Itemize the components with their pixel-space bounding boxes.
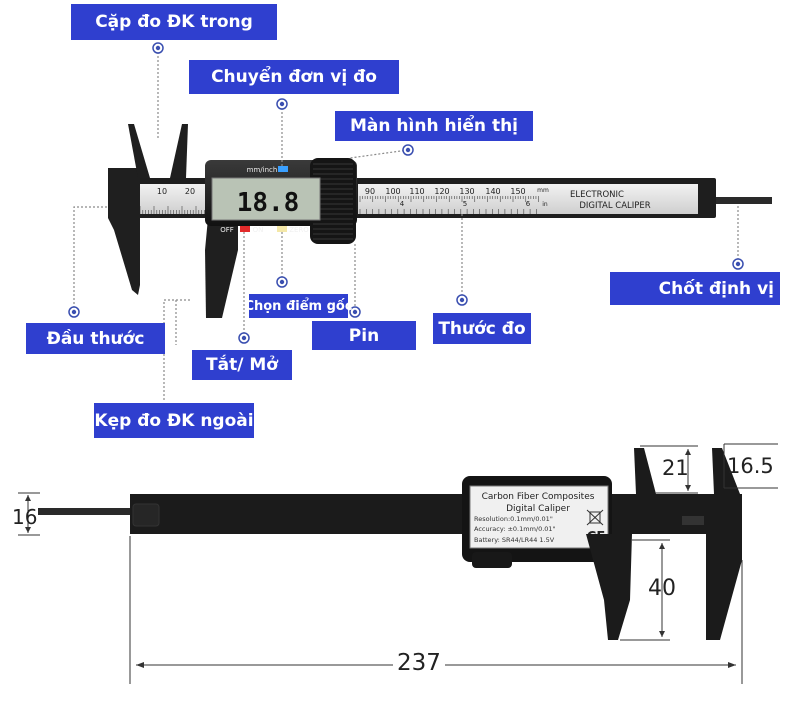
spec-title-1: Carbon Fiber Composites	[482, 492, 595, 502]
scale-number: 10	[157, 187, 167, 196]
dim-rod: 16	[12, 505, 38, 529]
callout-on-off: Tắt/ Mở	[192, 350, 292, 380]
scale-number: 140	[485, 187, 500, 196]
scale-number: 100	[385, 187, 400, 196]
marker-core	[279, 279, 285, 285]
marker-core	[405, 147, 411, 153]
spec-resolution: Resolution:0.1mm/0.01"	[474, 515, 553, 523]
spec-title-2: Digital Caliper	[506, 504, 570, 514]
marker-core	[735, 261, 741, 267]
callout-depth-rod: Chốt định vị	[610, 272, 780, 305]
unit-mm: mm	[537, 187, 549, 194]
scale-number: 150	[510, 187, 525, 196]
sliding-inner-jaw	[170, 124, 188, 178]
scale-ticks-right	[359, 196, 539, 214]
spec-battery: Battery: SR44/LR44 1.5V	[474, 536, 555, 544]
marker-core	[279, 101, 285, 107]
dim-inner-depth: 21	[662, 456, 689, 480]
btn-on-label: ON	[253, 226, 264, 234]
recycle-bin-icon	[586, 509, 604, 526]
inch-number: 4	[400, 200, 405, 208]
dim-inner-width: 16.5	[727, 454, 774, 478]
scale-ticks-left	[139, 206, 208, 214]
caliper-bottom: Carbon Fiber Composites Digital Caliper …	[38, 448, 742, 640]
inch-number: 5	[463, 200, 467, 208]
callout-zero-select: Chọn điểm gốc	[244, 294, 353, 318]
back-inner-jaw-right	[712, 448, 740, 494]
callout-markers	[68, 42, 744, 344]
beam-end-cap	[132, 503, 160, 527]
marker-core	[155, 45, 161, 51]
rod-back	[38, 508, 130, 515]
lcd-value: 18.8	[237, 188, 300, 218]
btn-off-label: OFF	[220, 226, 234, 234]
scale-number: 130	[459, 187, 474, 196]
scale-number: 20	[185, 187, 195, 196]
beam-back	[130, 494, 742, 534]
inch-number: 6	[526, 200, 531, 208]
marker-core	[71, 309, 77, 315]
off-button[interactable]	[240, 226, 250, 232]
fixed-outer-jaw	[108, 168, 140, 295]
caliper-top: 10 20 90 100 110 120 130 140 150 4 5 6 m…	[108, 124, 772, 318]
brand-line1: ELECTRONIC	[570, 190, 624, 200]
brand-line2: DIGITAL CALIPER	[579, 201, 650, 211]
spec-accuracy: Accuracy: ±0.1mm/0.01"	[474, 525, 556, 533]
dim-total-length: 237	[393, 650, 445, 676]
scale-number: 90	[365, 187, 375, 196]
btn-zero-label: ZERO	[289, 226, 309, 234]
fixed-inner-jaw	[128, 124, 150, 178]
mode-indicator	[278, 166, 288, 172]
callout-tip: Đầu thước	[26, 323, 165, 354]
lcd-screen	[211, 177, 321, 221]
dimension-arrows	[25, 449, 736, 668]
callout-display: Màn hình hiển thị	[335, 111, 533, 141]
back-outer-jaw-left	[586, 534, 632, 640]
marker-core	[459, 297, 465, 303]
back-inner-jaw-left	[634, 448, 656, 494]
unit-in: in	[542, 201, 548, 208]
leader-lines	[73, 48, 739, 400]
zero-button[interactable]	[277, 226, 287, 232]
back-wheel	[472, 552, 512, 568]
callout-inner-jaws: Cặp đo ĐK trong	[71, 4, 277, 40]
scale-strip-left	[138, 184, 210, 214]
dim-outer-depth: 40	[648, 576, 676, 601]
depth-rod	[690, 197, 772, 204]
marker-core	[352, 309, 358, 315]
marker-core	[241, 335, 247, 341]
lock-screw	[682, 516, 704, 525]
back-outer-jaw-right	[706, 534, 742, 640]
callout-scale: Thước đo	[433, 313, 531, 344]
dimension-lines	[18, 443, 778, 684]
wheel-ridges	[313, 163, 353, 240]
callout-outer-jaws: Kẹp đo ĐK ngoài	[94, 403, 254, 438]
callout-unit-switch: Chuyển đơn vị đo	[189, 60, 399, 94]
scale-number: 110	[409, 187, 424, 196]
callout-battery: Pin	[312, 321, 416, 350]
spec-plate	[469, 485, 609, 549]
mode-label: mm/inch	[247, 166, 278, 174]
sliding-outer-jaw	[205, 218, 238, 318]
scale-number: 120	[434, 187, 449, 196]
